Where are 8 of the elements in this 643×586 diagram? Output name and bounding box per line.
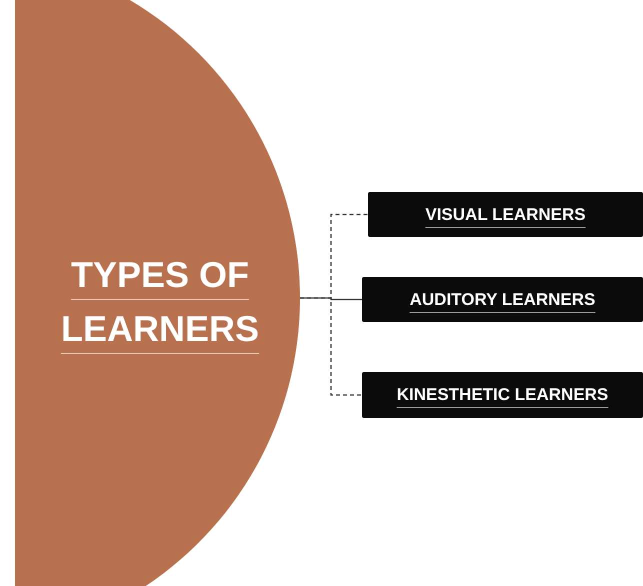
label-box <box>362 277 643 322</box>
label-box <box>362 372 643 418</box>
box-label: VISUAL LEARNERS <box>425 204 586 224</box>
label-box <box>368 192 643 237</box>
connector-line <box>300 297 362 396</box>
box-label: AUDITORY LEARNERS <box>410 290 596 310</box>
box-label: KINESTHETIC LEARNERS <box>396 385 608 405</box>
title-text: TYPES OF LEARNERS <box>60 253 260 351</box>
